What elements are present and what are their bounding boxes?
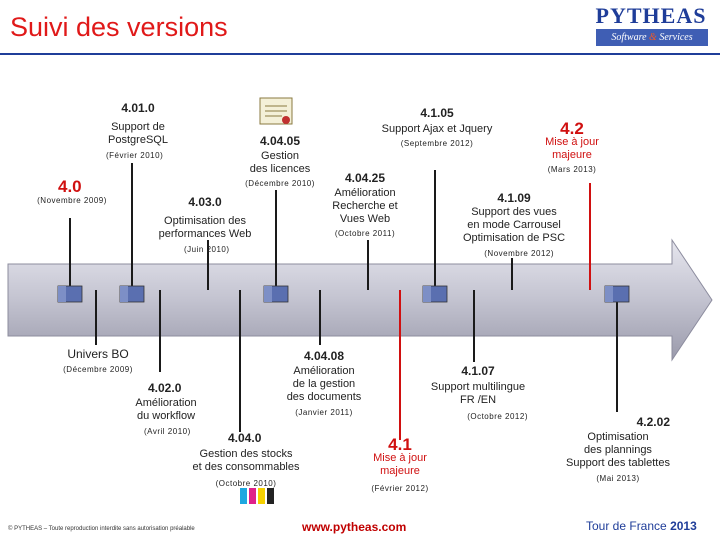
version-label: 4.04.05 [259, 134, 301, 148]
date-label: (Janvier 2011) [295, 408, 353, 417]
description-line: en mode Carrousel [467, 219, 561, 231]
connector-lines [69, 163, 618, 440]
milestone-4.1.09: 4.1.09 Support des vues en mode Carrouse… [452, 192, 576, 260]
milestone-4.0: 4.0 (Novembre 2009) [30, 177, 114, 207]
box-icon [604, 285, 630, 303]
date-label: (Décembre 2010) [245, 179, 315, 188]
milestone-4.01.0: 4.01.0 Support de PostgreSQL (Février 20… [98, 102, 178, 162]
box-icon [422, 285, 448, 303]
description-line: Optimisation [587, 431, 649, 443]
version-label: 4.04.08 [303, 349, 345, 363]
date-label: (Novembre 2009) [37, 196, 107, 205]
description-line: Mise à jour [545, 136, 599, 148]
page-title: Suivi des versions [10, 12, 228, 42]
description-line: majeure [380, 465, 420, 477]
version-label: 4.1.09 [497, 191, 531, 205]
licence-document-icon [259, 97, 293, 125]
version-label: 4.04.25 [344, 171, 386, 185]
description-line: Mise à jour [373, 452, 427, 464]
milestone-4.03.0: 4.03.0 Optimisation des performances Web… [150, 196, 260, 256]
description-line: des licences [249, 163, 311, 175]
description-line: Support des tablettes [566, 457, 670, 469]
milestone-4.04.05: 4.04.05 Gestion des licences (Décembre 2… [232, 135, 328, 190]
description-line: performances Web [158, 228, 252, 240]
version-label: 4.04.0 [228, 431, 262, 445]
box-icon [263, 285, 289, 303]
description-line: Vues Web [339, 213, 391, 225]
version-label: 4.2 [560, 119, 584, 138]
version-label: 4.02.0 [148, 381, 182, 395]
description-line: Optimisation de PSC [462, 232, 566, 244]
version-label: 4.2.02 [636, 415, 670, 429]
milestone-4.04.25: 4.04.25 Amélioration Recherche et Vues W… [322, 172, 408, 240]
milestone-4.04.08: 4.04.08 Amélioration de la gestion des d… [278, 350, 370, 419]
description-line: Recherche et [332, 200, 398, 212]
pytheas-logo: PYTHEAS Software & Services [592, 4, 710, 50]
date-label: (Septembre 2012) [400, 139, 474, 148]
milestone-4.1.07: 4.1.07 Support multilingue FR /EN (Octob… [416, 365, 540, 423]
description-line: Support multilingue [430, 381, 526, 393]
date-label: (Mai 2013) [596, 474, 640, 483]
date-label: (Février 2010) [106, 151, 164, 160]
version-label: 4.1.07 [461, 364, 495, 378]
website-link[interactable]: www.pytheas.com [302, 520, 407, 534]
box-icon [119, 285, 145, 303]
description-line: Support des vues [471, 206, 557, 218]
description-line: Amélioration [293, 365, 355, 377]
date-label: (Février 2012) [371, 484, 429, 493]
date-label: (Octobre 2012) [467, 412, 528, 421]
description-line: de la gestion [292, 378, 356, 390]
description-line: Amélioration [135, 397, 197, 409]
date-label: (Octobre 2010) [215, 479, 277, 488]
description-line: Support de [111, 121, 165, 133]
milestone-4.1: 4.1 Mise à jour majeure (Février 2012) [360, 435, 440, 495]
description-line: FR /EN [459, 394, 497, 406]
date-label: (Avril 2010) [144, 427, 191, 436]
date-label: (Mars 2013) [547, 165, 597, 174]
date-label: (Juin 2010) [184, 245, 230, 254]
logo-name: PYTHEAS [595, 3, 707, 28]
description-line: Gestion [261, 150, 299, 162]
ink-cartridges-icon [240, 488, 274, 504]
milestone-4.02.0: 4.02.0 Amélioration du workflow (Avril 2… [120, 382, 212, 438]
description-line: Optimisation des [164, 215, 246, 227]
version-label: 4.1.05 [420, 106, 454, 120]
milestone-universbo: Univers BO (Décembre 2009) [56, 348, 140, 376]
version-label: 4.0 [58, 177, 82, 196]
description-line: des documents [286, 391, 362, 403]
milestone-4.2: 4.2 Mise à jour majeure (Mars 2013) [532, 119, 612, 176]
version-label: 4.1 [388, 435, 412, 454]
header-rule [0, 53, 720, 55]
description-line: et des consommables [192, 461, 300, 473]
tour-de-france-label: Tour de France 2013 [586, 519, 697, 533]
box-icons [57, 285, 630, 303]
description-line: du workflow [136, 410, 196, 422]
date-label: (Octobre 2011) [334, 229, 396, 238]
box-icon [57, 285, 83, 303]
description-line: Amélioration [334, 187, 396, 199]
description-line: majeure [552, 149, 592, 161]
description-line: des plannings [584, 444, 652, 456]
description-line: PostgreSQL [108, 134, 168, 146]
milestone-4.2.02: 4.2.02 Optimisation des plannings Suppor… [550, 416, 686, 485]
milestone-4.04.0: 4.04.0 Gestion des stocks et des consomm… [180, 432, 312, 490]
version-label: Univers BO [67, 347, 129, 361]
date-label: (Novembre 2012) [484, 249, 554, 258]
date-label: (Décembre 2009) [63, 365, 133, 374]
milestone-4.1.05: 4.1.05 Support Ajax et Jquery (Septembre… [372, 107, 502, 150]
version-label: 4.01.0 [121, 101, 155, 115]
version-label: 4.03.0 [188, 195, 222, 209]
copyright-notice: © PYTHEAS – Toute reproduction interdite… [8, 526, 195, 532]
logo-subtitle: Software & Services [596, 29, 708, 46]
description-line: Support Ajax et Jquery [381, 123, 493, 135]
description-line: Gestion des stocks [199, 448, 293, 460]
arrow-body [7, 238, 713, 362]
